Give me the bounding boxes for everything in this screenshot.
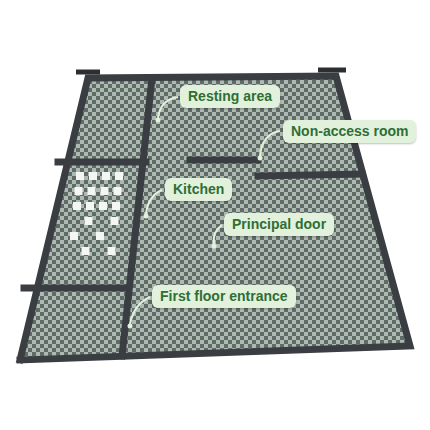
tile (102, 172, 110, 180)
callout-text: Kitchen (173, 181, 224, 198)
tile (99, 202, 107, 210)
tile (75, 187, 83, 195)
callout-text: Principal door (232, 216, 326, 233)
tile (108, 247, 116, 255)
tile (76, 172, 84, 180)
tile (96, 232, 104, 240)
floor (20, 76, 410, 360)
callout-label: First floor entrance (152, 285, 296, 308)
tile (85, 217, 93, 225)
tile (73, 202, 81, 210)
callout-label: Resting area (180, 85, 280, 108)
tile (114, 187, 122, 195)
tile (86, 202, 94, 210)
callout-label: Principal door (224, 213, 334, 236)
tile (111, 217, 119, 225)
tile (89, 172, 97, 180)
callout-text: Non-access room (291, 123, 408, 140)
tile (88, 187, 96, 195)
walls (20, 76, 410, 360)
tile (115, 172, 123, 180)
tile (101, 187, 109, 195)
kitchen-tiles (70, 172, 123, 255)
callout-text: Resting area (188, 88, 272, 105)
callout-label: Non-access room (283, 120, 416, 143)
tile (70, 232, 78, 240)
callout-label: Kitchen (165, 178, 232, 201)
tile (82, 247, 90, 255)
callout-text: First floor entrance (160, 288, 288, 305)
wall-tops (76, 70, 346, 72)
tile (112, 202, 120, 210)
